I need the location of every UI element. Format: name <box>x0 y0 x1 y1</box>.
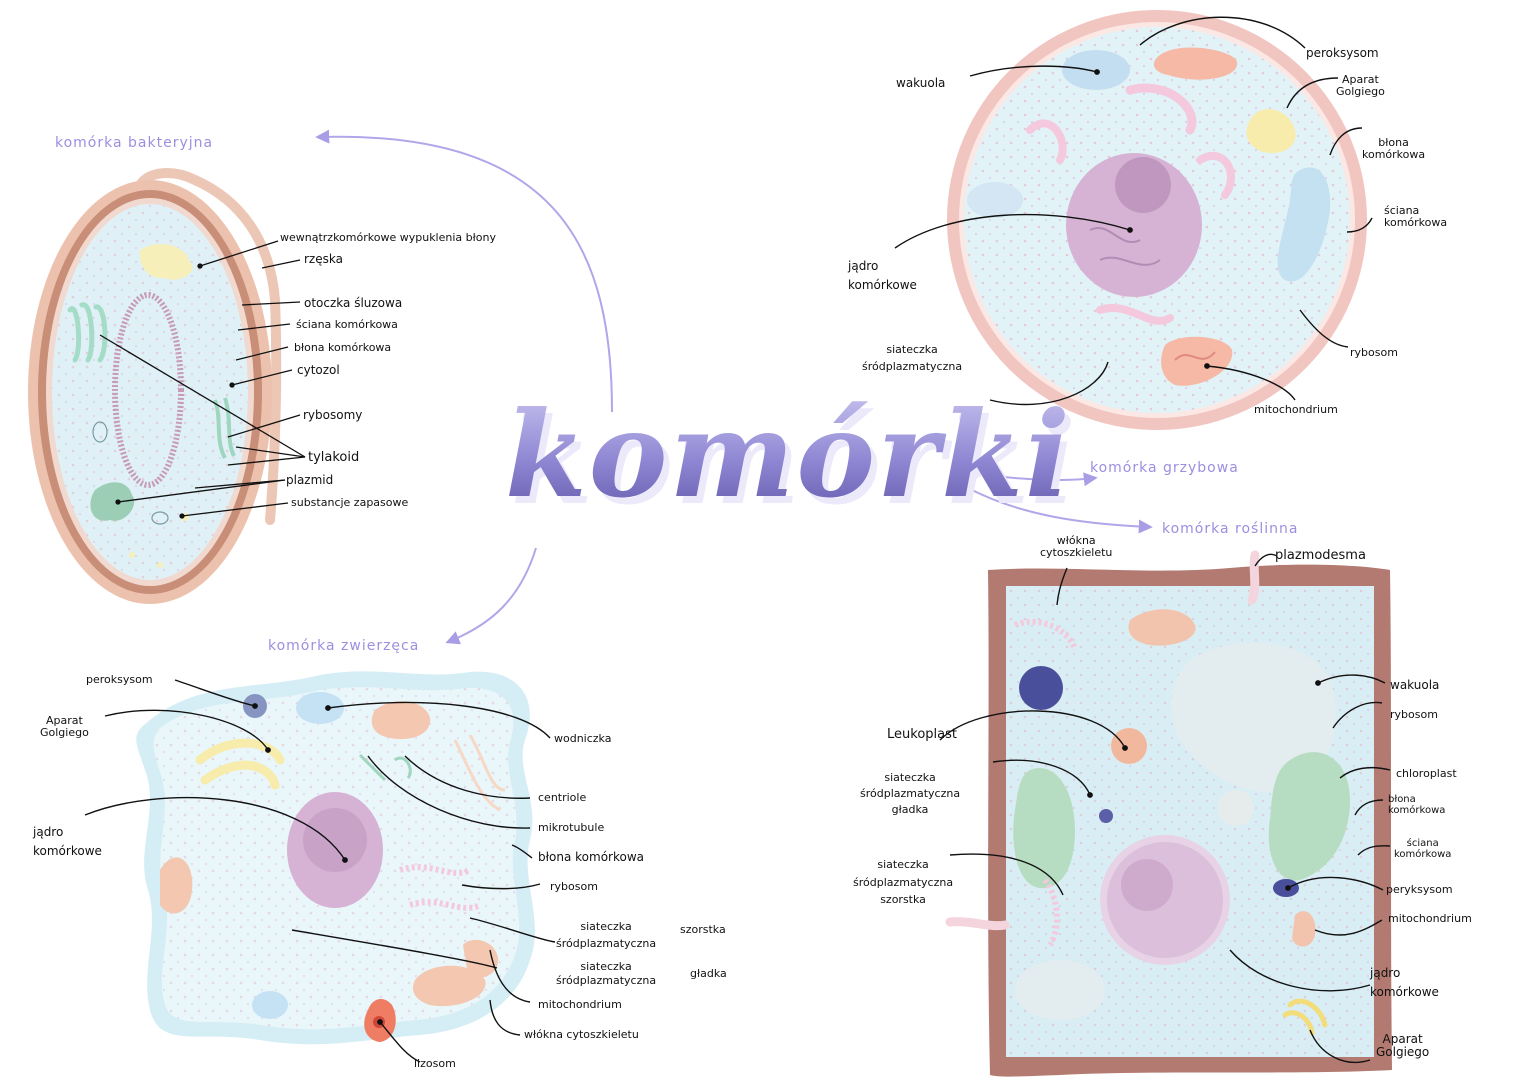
page-title: komórki <box>505 385 1072 524</box>
animal-leader-lines <box>84 679 556 1063</box>
category-bacterial: komórka bakteryjna <box>55 135 214 151</box>
label-plant-golgi: Aparat Golgiego <box>1376 1032 1430 1059</box>
fungal-leader-lines <box>894 16 1373 406</box>
label-bacteria-storage: substancje zapasowe <box>291 496 409 509</box>
label-bacteria-wall: ściana komórkowa <box>296 318 398 331</box>
label-plant-vacuole: wakuola <box>1390 678 1440 692</box>
label-animal-rough-er: siateczka śródplazmatyczna <box>556 920 657 950</box>
label-animal-mitochondrion: mitochondrium <box>538 998 622 1011</box>
label-plant-ribosome: rybosom <box>1390 708 1438 721</box>
label-bacteria-ribosomes: rybosomy <box>303 408 363 422</box>
label-bacteria-thylakoid: tylakoid <box>308 450 360 465</box>
label-bacteria-capsule: otoczka śluzowa <box>304 296 403 310</box>
connector-arrows <box>315 129 1153 645</box>
label-plant-chloroplast: chloroplast <box>1396 767 1457 780</box>
label-animal-membrane: błona komórkowa <box>538 850 645 864</box>
label-plant-wall: ściana komórkowa <box>1394 838 1452 860</box>
category-animal: komórka zwierzęca <box>268 638 420 654</box>
category-fungal: komórka grzybowa <box>1090 460 1239 476</box>
label-fungus-membrane: błona komórkowa <box>1362 136 1426 161</box>
label-fungus-vacuole: wakuola <box>896 76 946 90</box>
label-plant-membrane: błona komórkowa <box>1388 794 1446 816</box>
label-animal-golgi: Aparat Golgiego <box>40 714 89 739</box>
label-bacteria-flagellum: rzęska <box>304 252 343 266</box>
label-plant-rough-er: siateczka śródplazmatyczna szorstka <box>853 858 954 907</box>
label-bacteria-invaginations: wewnątrzkomórkowe wypuklenia błony <box>280 231 496 244</box>
label-bacteria-membrane: błona komórkowa <box>294 341 392 354</box>
label-plant-mitochondrion: mitochondrium <box>1388 912 1472 925</box>
label-fungus-nucleus: jądro komórkowe <box>848 259 917 293</box>
label-plant-leucoplast: Leukoplast <box>887 727 957 742</box>
label-animal-lysosome: lizosom <box>414 1057 456 1070</box>
label-fungus-peroxisome: peroksysom <box>1306 46 1379 60</box>
label-fungus-wall: ściana komórkowa <box>1384 204 1448 229</box>
label-animal-smooth-word: gładka <box>690 967 727 980</box>
label-plant-cytoskeleton: włókna cytoszkieletu <box>1040 534 1113 559</box>
label-plant-nucleus: jądro komórkowe <box>1370 966 1439 999</box>
label-animal-nucleus: jądro komórkowe <box>33 825 102 859</box>
label-animal-microtubules: mikrotubule <box>538 821 605 834</box>
label-fungus-ribosome: rybosom <box>1350 346 1398 359</box>
fungal-cell <box>947 10 1367 430</box>
label-animal-cytoskeleton: włókna cytoszkieletu <box>524 1028 639 1041</box>
label-fungus-mitochondrion: mitochondrium <box>1254 403 1338 416</box>
label-bacteria-plasmid: plazmid <box>286 473 334 487</box>
label-plant-plasmodesma: plazmodesma <box>1275 548 1366 563</box>
animal-cell <box>136 671 535 1045</box>
label-bacteria-cytosol: cytozol <box>297 363 340 377</box>
bacterial-cell <box>28 168 282 604</box>
label-animal-peroxisome: peroksysom <box>86 673 153 686</box>
label-fungus-golgi: Aparat Golgiego <box>1336 73 1385 98</box>
plant-leader-lines <box>939 553 1391 1064</box>
label-animal-vacuole: wodniczka <box>554 732 612 745</box>
label-animal-centriole: centriole <box>538 791 587 804</box>
label-animal-smooth-er: siateczka śródplazmatyczna <box>556 960 657 988</box>
bacterial-leader-lines <box>99 240 306 519</box>
label-animal-ribosome: rybosom <box>550 880 598 893</box>
label-fungus-er: siateczka śródplazmatyczna <box>862 343 963 374</box>
label-plant-smooth-er: siateczka śródplazmatyczna gładka <box>860 771 961 816</box>
title-shadow: komórki <box>511 392 1078 531</box>
category-plant: komórka roślinna <box>1162 521 1299 537</box>
label-animal-rough-word: szorstka <box>680 923 726 936</box>
label-plant-peroxisome: peryksysom <box>1386 883 1453 896</box>
plant-cell <box>945 550 1392 1077</box>
